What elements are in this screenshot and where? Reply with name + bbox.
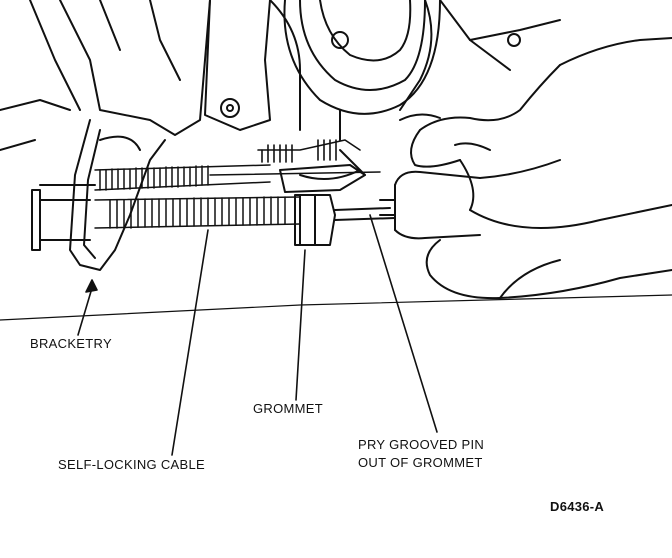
grommet [279, 149, 396, 246]
leader-bracketry-arrow [85, 279, 98, 293]
leader-bracketry [77, 287, 93, 336]
leader-self-locking [171, 229, 209, 456]
upper-cable-spring [94, 164, 381, 191]
label-self-locking-cable: SELF-LOCKING CABLE [58, 457, 205, 472]
leader-grommet [295, 249, 306, 401]
base-line [0, 294, 672, 321]
label-grommet: GROMMET [253, 401, 323, 416]
self-locking-cable-coil [94, 196, 301, 229]
leader-lines [77, 214, 438, 456]
bracketry [31, 119, 166, 271]
throttle-drum [283, 0, 441, 141]
label-pry-line2: OUT OF GROMMET [358, 455, 483, 470]
figure-code: D6436-A [550, 499, 605, 514]
label-bracketry: BRACKETRY [30, 336, 112, 351]
return-spring [257, 139, 361, 163]
hand-with-tool [379, 37, 672, 300]
label-pry-line1: PRY GROOVED PIN [358, 437, 485, 452]
leader-pry [369, 214, 438, 433]
engine-housing [0, 0, 561, 151]
